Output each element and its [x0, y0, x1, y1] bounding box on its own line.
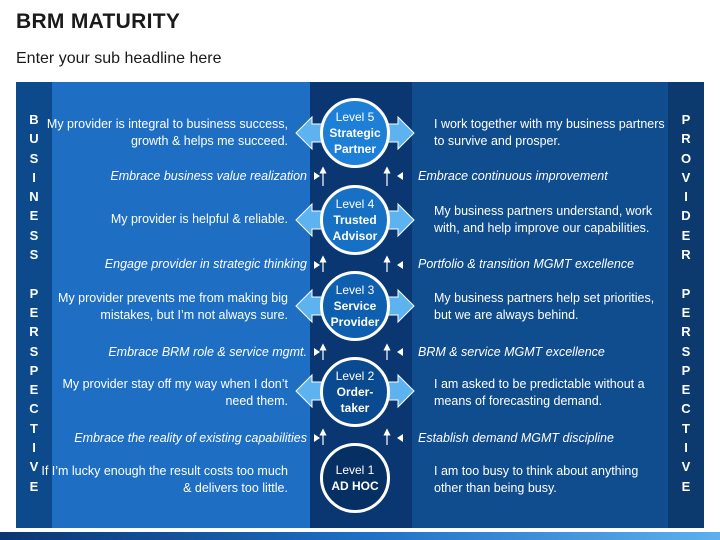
- transition-business-1-2: Embrace the reality of existing capabili…: [74, 431, 307, 445]
- level2-circle: Level 2 Order- taker: [320, 357, 390, 427]
- level1-provider-text: I am too busy to think about anything ot…: [434, 464, 639, 495]
- level2-provider-text: I am asked to be predictable without a m…: [434, 377, 645, 408]
- page-subtitle: Enter your sub headline here: [16, 50, 222, 67]
- level5-business-text: My provider is integral to business succ…: [46, 117, 288, 148]
- level3-number: Level 3: [335, 283, 375, 297]
- transition-arrow-r1: [397, 172, 403, 180]
- transition-arrow-l1: [314, 172, 320, 180]
- level2-number: Level 2: [335, 369, 375, 383]
- level2-name-line2: taker: [340, 401, 370, 415]
- level5-number: Level 5: [335, 110, 375, 124]
- level3-business-text: My provider prevents me from making big …: [58, 291, 288, 322]
- transition-arrow-r2: [397, 261, 403, 269]
- level4-name-line2: Advisor: [332, 229, 378, 243]
- transition-provider-4-5: Embrace continuous improvement: [418, 169, 608, 183]
- level4-provider-text: My business partners understand, work wi…: [434, 204, 653, 235]
- level2-name-line1: Order-: [336, 385, 374, 399]
- level3-name-line1: Service: [333, 299, 377, 313]
- level3-name-line2: Provider: [330, 315, 380, 329]
- level5-name-line2: Partner: [333, 142, 377, 156]
- transition-arrow-l2: [314, 261, 320, 269]
- level4-business-text: My provider is helpful & reliable.: [110, 212, 288, 226]
- transition-provider-2-3: BRM & service MGMT excellence: [418, 345, 605, 359]
- right-side-band: [668, 82, 704, 528]
- transition-provider-1-2: Establish demand MGMT discipline: [418, 431, 614, 445]
- level4-circle: Level 4 Trusted Advisor: [320, 185, 390, 255]
- level1-number: Level 1: [335, 463, 375, 477]
- page-title: BRM MATURITY: [16, 10, 181, 33]
- transition-arrow-l4: [314, 434, 320, 442]
- level5-name-line1: Strategic: [329, 126, 381, 140]
- level5-provider-text: I work together with my business partner…: [434, 117, 665, 148]
- level4-number: Level 4: [335, 197, 375, 211]
- level4-name-line1: Trusted: [333, 213, 377, 227]
- transition-provider-3-4: Portfolio & transition MGMT excellence: [418, 257, 635, 271]
- level1-business-text: If I’m lucky enough the result costs too…: [41, 464, 288, 495]
- level1-name-line1: AD HOC: [331, 479, 379, 493]
- transition-arrow-r4: [397, 434, 403, 442]
- level3-circle: Level 3 Service Provider: [320, 271, 390, 341]
- transition-arrow-l3: [314, 348, 320, 356]
- level3-provider-text: My business partners help set priorities…: [434, 291, 655, 322]
- transition-business-3-4: Engage provider in strategic thinking: [104, 257, 307, 271]
- bottom-gradient-bar: [0, 532, 720, 540]
- left-side-band: [16, 82, 52, 528]
- right-band: [412, 82, 668, 528]
- transition-business-2-3: Embrace BRM role & service mgmt.: [108, 345, 307, 359]
- transition-business-4-5: Embrace business value realization: [110, 169, 307, 183]
- level5-circle: Level 5 Strategic Partner: [320, 98, 390, 168]
- left-band: [52, 82, 310, 528]
- transition-arrow-r3: [397, 348, 403, 356]
- level1-circle: Level 1 AD HOC: [320, 443, 390, 513]
- level2-business-text: My provider stay off my way when I don’t…: [62, 377, 288, 408]
